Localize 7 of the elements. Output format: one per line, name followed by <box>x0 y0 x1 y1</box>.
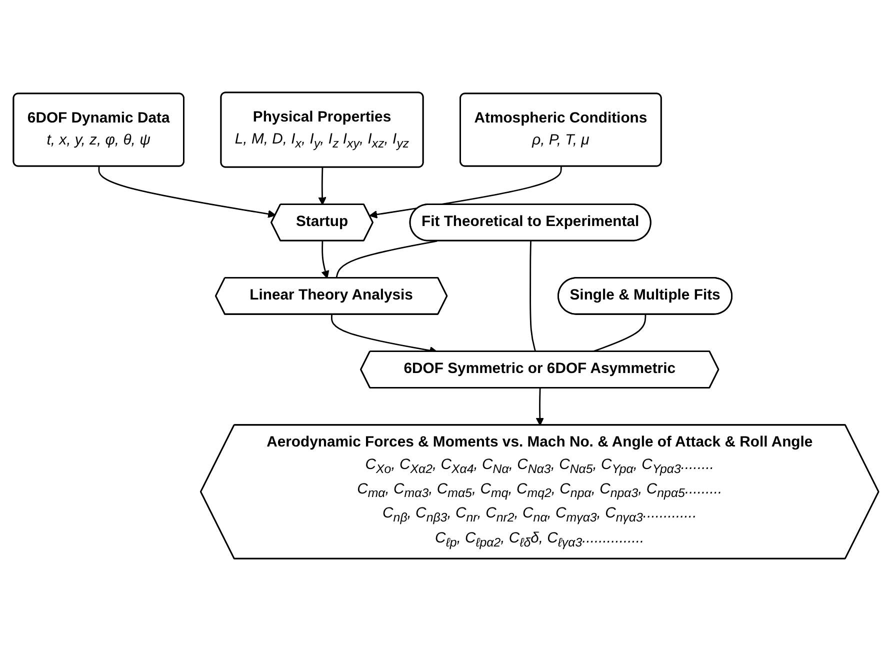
arrow <box>98 166 276 218</box>
arrow <box>318 168 326 206</box>
connector <box>530 242 536 352</box>
arrow <box>321 242 330 280</box>
connector <box>592 315 646 353</box>
arrow <box>369 166 562 219</box>
arrow <box>536 388 544 426</box>
